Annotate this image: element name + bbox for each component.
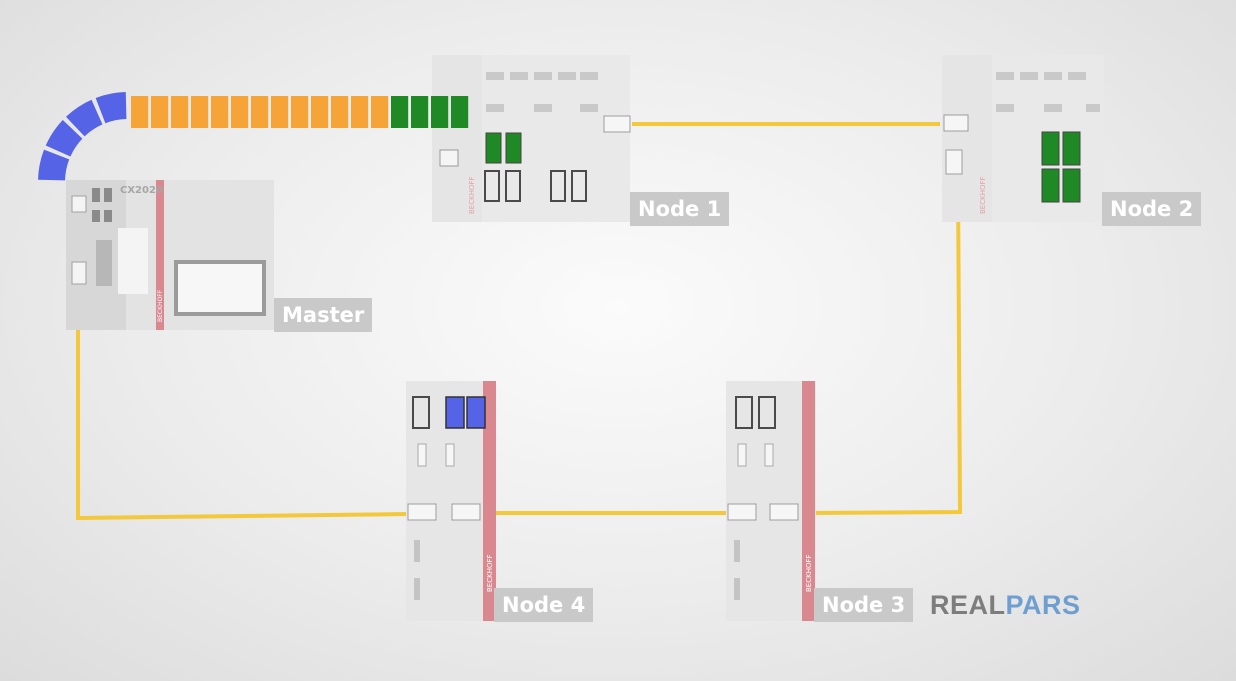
- frame-segment-blue: [45, 119, 83, 157]
- node1-frame-slots: [484, 132, 587, 202]
- node2-slot-filled: [1062, 131, 1081, 166]
- node1-slot-empty: [571, 170, 587, 202]
- node2-terminal-leds: [996, 72, 1100, 112]
- node3-device[interactable]: [726, 381, 816, 621]
- node1-slot-filled: [505, 132, 522, 164]
- frame-straight-segments: [131, 96, 469, 128]
- frame-segment-green: [451, 96, 469, 128]
- master-model-text: CX2020: [120, 185, 163, 196]
- logo-part1: REAL: [930, 590, 1006, 620]
- frame-segment-orange: [291, 96, 309, 128]
- node2-label: Node 2: [1102, 192, 1202, 226]
- frame-segment-orange: [151, 96, 169, 128]
- frame-segment-orange: [311, 96, 329, 128]
- frame-segment-orange: [231, 96, 249, 128]
- frame-segment-orange: [171, 96, 189, 128]
- node3-label: Node 3: [814, 588, 914, 622]
- node2-slot-filled: [1041, 131, 1060, 166]
- frame-segment-orange: [371, 96, 389, 128]
- frame-segment-orange: [251, 96, 269, 128]
- frame-segment-green: [411, 96, 429, 128]
- node4-slot-filled: [466, 396, 486, 429]
- frame-segment-orange: [331, 96, 349, 128]
- node4-label: Node 4: [494, 588, 594, 622]
- master-brand-text: BECKHOFF: [157, 289, 164, 322]
- frame-segment-orange: [351, 96, 369, 128]
- master-device[interactable]: [66, 180, 274, 330]
- node3-slot-empty: [758, 396, 776, 429]
- node1-label: Node 1: [630, 192, 730, 226]
- node3-frame-slots: [735, 396, 776, 429]
- frame-segment-green: [391, 96, 409, 128]
- node2-brand-text: BECKHOFF: [979, 176, 987, 214]
- node4-frame-slots: [412, 396, 486, 429]
- node2-slot-filled: [1041, 168, 1060, 203]
- frame-segment-orange: [271, 96, 289, 128]
- frame-segment-blue: [65, 99, 103, 137]
- node4-slot-empty: [412, 396, 430, 429]
- frame-segment-green: [431, 96, 449, 128]
- node1-slot-filled: [485, 132, 502, 164]
- node3-brand-text: BECKHOFF: [805, 554, 813, 592]
- node1-slot-empty: [484, 170, 500, 202]
- cable-node2-node3: [804, 179, 963, 515]
- node2-frame-slots: [1041, 131, 1081, 203]
- realpars-logo: REALPARS: [930, 590, 1081, 621]
- ethernet-cables: [76, 122, 963, 521]
- node3-slot-empty: [735, 396, 753, 429]
- node4-brand-text: BECKHOFF: [486, 554, 494, 592]
- frame-segment-blue: [95, 92, 127, 124]
- frame-segment-blue: [38, 149, 70, 181]
- frame-segment-orange: [131, 96, 149, 128]
- frame-segment-orange: [191, 96, 209, 128]
- node1-terminal-leds: [486, 72, 598, 112]
- logo-part2: PARS: [1005, 590, 1081, 620]
- node1-device[interactable]: [432, 55, 631, 222]
- node1-brand-text: BECKHOFF: [468, 176, 476, 214]
- frame-curve-segments: [38, 92, 127, 181]
- node1-slot-empty: [550, 170, 566, 202]
- frame-segment-orange: [211, 96, 229, 128]
- cable-node4-master: [76, 285, 409, 521]
- node1-slot-empty: [505, 170, 521, 202]
- master-label: Master: [274, 298, 373, 332]
- node4-slot-filled: [445, 396, 465, 429]
- node2-slot-filled: [1062, 168, 1081, 203]
